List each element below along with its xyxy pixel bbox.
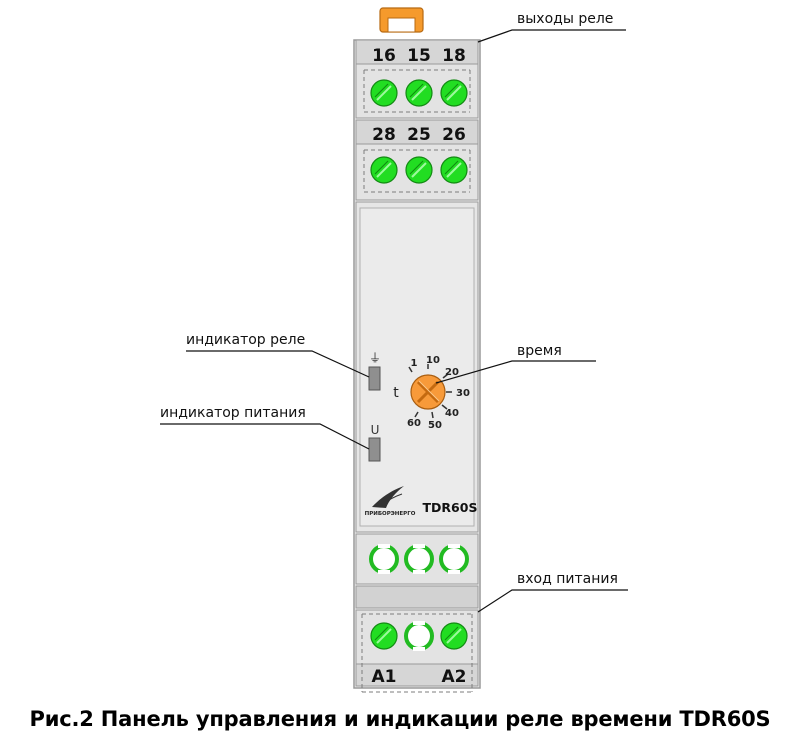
callout-time: время xyxy=(517,343,562,359)
terminal-number: 28 xyxy=(372,125,396,145)
relay-indicator-led xyxy=(368,366,381,391)
terminal-screw xyxy=(370,156,398,184)
terminal-screw-open xyxy=(404,544,434,574)
callout-relay-outputs: выходы реле xyxy=(517,11,614,27)
brand-logo xyxy=(372,486,404,508)
terminal-number: 25 xyxy=(407,125,431,145)
terminal-screw xyxy=(370,79,398,107)
terminal-screw xyxy=(440,622,468,650)
figure-caption: Рис.2 Панель управления и индикации реле… xyxy=(29,707,771,731)
terminal-screw xyxy=(440,79,468,107)
dial-label: 1 xyxy=(411,358,418,369)
callout-power-input: вход питания xyxy=(517,571,618,587)
callout-lines xyxy=(160,29,628,613)
terminal-label-a1: A1 xyxy=(372,667,397,687)
terminal-number: 18 xyxy=(442,46,466,66)
terminal-number: 16 xyxy=(372,46,396,66)
callout-relay-indicator: индикатор реле xyxy=(186,332,306,348)
dial-label: 50 xyxy=(428,420,442,431)
din-clip xyxy=(379,7,424,33)
dial-scale xyxy=(408,364,452,419)
terminal-screw-open xyxy=(439,544,469,574)
knob-symbol: t xyxy=(393,385,399,401)
terminal-screw xyxy=(405,79,433,107)
dial-label: 30 xyxy=(456,388,470,399)
front-panel xyxy=(355,201,479,533)
power-indicator-symbol: U xyxy=(371,423,380,437)
terminal-screw-open xyxy=(404,621,434,651)
terminal-number: 15 xyxy=(407,46,431,66)
terminal-label-a2: A2 xyxy=(442,667,467,687)
terminal-screw xyxy=(405,156,433,184)
time-knob[interactable] xyxy=(410,374,446,410)
model-label: TDR60S xyxy=(423,500,478,515)
terminal-number: 26 xyxy=(442,125,466,145)
dial-label: 10 xyxy=(426,355,440,366)
terminal-screw-open xyxy=(369,544,399,574)
relay-indicator-symbol: ⏚ xyxy=(369,351,381,365)
terminal-screw xyxy=(440,156,468,184)
housing-band xyxy=(355,585,479,609)
dial-label: 60 xyxy=(407,418,421,429)
callout-power-indicator: индикатор питания xyxy=(160,405,306,421)
terminal-screw xyxy=(370,622,398,650)
power-indicator-led xyxy=(368,437,381,462)
dial-label: 20 xyxy=(445,367,459,378)
dial-label: 40 xyxy=(445,408,459,419)
brand-name: ПРИБОРЭНЕРГО xyxy=(365,511,416,517)
